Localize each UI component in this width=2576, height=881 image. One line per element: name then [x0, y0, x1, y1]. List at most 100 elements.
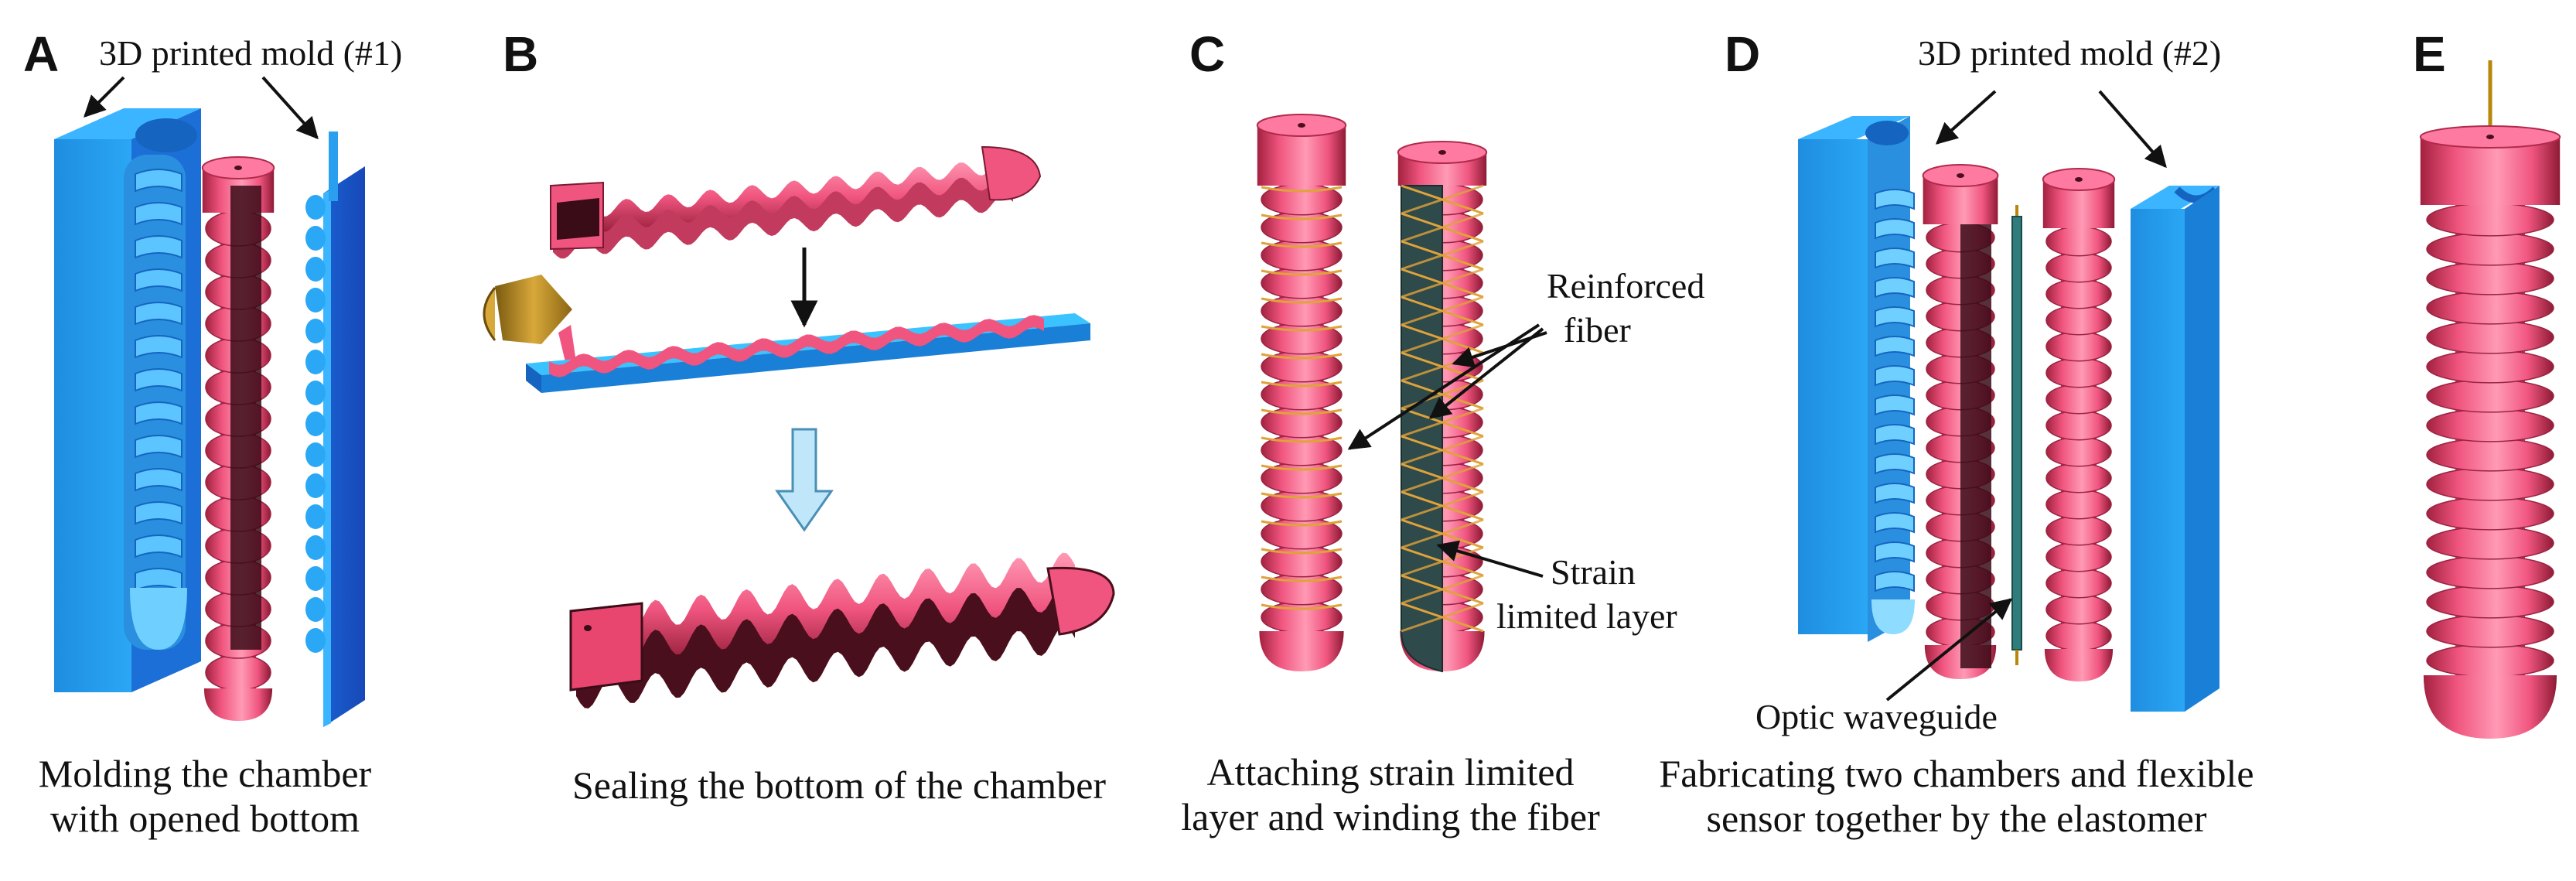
- chamber-rib: [2426, 526, 2554, 560]
- chamber-rib: [2045, 515, 2112, 546]
- chamber-rib: [2045, 305, 2112, 336]
- reinforced-fiber-label-line2: fiber: [1564, 310, 1631, 350]
- chamber-rib: [2426, 497, 2554, 531]
- chamber-open-end: [557, 198, 599, 240]
- fiber-diagonal: [1401, 323, 1484, 354]
- cavity-rib: [1875, 512, 1915, 534]
- panel-d: D 3D printed mold (#2) Optic waveguide: [1659, 26, 2254, 840]
- plate-bump: [305, 257, 326, 282]
- chamber-rib: [205, 654, 271, 691]
- chamber-rib: [2045, 384, 2112, 415]
- plate-bump: [305, 442, 326, 467]
- mold-2-right-half: [2131, 186, 2219, 712]
- sealed-chamber: [569, 552, 1115, 709]
- panel-d-arrow-to-mold-left: [1935, 90, 1997, 145]
- panel-d-arrow-to-mold-right: [2098, 90, 2167, 169]
- fiber-winding: [1261, 241, 1343, 248]
- fiber-diagonal: [1401, 184, 1484, 215]
- chamber-rib: [2426, 644, 2554, 678]
- process-arrow-icon: [775, 428, 834, 532]
- chamber-open-top-view: [550, 145, 1042, 259]
- panel-a-letter: A: [23, 26, 59, 82]
- chamber-with-fiber: [1256, 114, 1347, 671]
- chamber-cutaway: [1960, 224, 1991, 668]
- plate-bump: [305, 350, 326, 374]
- cavity-rib: [1875, 571, 1915, 592]
- chamber-rib: [2426, 585, 2554, 619]
- chamber-with-open-bottom: [201, 156, 275, 721]
- strain-layer-arrow: [1436, 540, 1544, 578]
- chamber-dome: [2423, 675, 2557, 739]
- cavity-rib: [1875, 453, 1915, 475]
- fiber-winding: [1261, 297, 1343, 304]
- chamber-rib: [2045, 226, 2112, 257]
- mold-1-right-plate: [323, 131, 365, 727]
- chamber-rib: [2426, 379, 2554, 413]
- wave-body: [576, 572, 1075, 709]
- cavity-rib: [1875, 424, 1915, 446]
- optic-waveguide-sensor: [2011, 205, 2022, 665]
- fiber-diagonal: [1401, 435, 1484, 466]
- chamber-port: [234, 166, 242, 170]
- fiber-diagonal: [1401, 574, 1484, 605]
- chamber-rib: [2426, 555, 2554, 589]
- chamber-rib: [2045, 278, 2112, 309]
- cavity-rib: [1875, 189, 1915, 210]
- final-actuator: [2419, 125, 2561, 739]
- plate-bump: [305, 411, 326, 436]
- panel-c: C Reinforced fiber Strain limited layer …: [1181, 26, 1704, 838]
- panel-b-caption: Sealing the bottom of the chamber: [572, 763, 1106, 807]
- cavity-rib: [1875, 336, 1915, 357]
- fiber-diagonal: [1401, 463, 1484, 493]
- fiber-diagonal: [1401, 546, 1484, 577]
- fiber-winding: [1261, 520, 1343, 527]
- mold-1-cavity-ribs: [130, 169, 187, 650]
- panel-e-letter: E: [2413, 26, 2446, 82]
- fiber-winding: [1261, 381, 1343, 388]
- cavity-rib: [135, 468, 183, 492]
- fiber-winding: [1261, 603, 1343, 610]
- elastomer-strip: [549, 315, 1044, 377]
- mold-1-plate-bumps: [305, 195, 326, 653]
- fiber-diagonal: [1401, 268, 1484, 299]
- chamber-rib: [2045, 331, 2112, 362]
- wave-top: [553, 158, 1013, 237]
- chamber-rib: [2426, 408, 2554, 442]
- chamber-rib: [2426, 614, 2554, 648]
- cavity-rib: [135, 401, 183, 425]
- plate-bump: [305, 504, 326, 529]
- cavity-rib: [1875, 218, 1915, 240]
- mold-2-cavity-ribs: [1871, 189, 1915, 634]
- chamber-rib: [2045, 410, 2112, 441]
- chamber-rib: [2045, 594, 2112, 625]
- chamber-rib: [2045, 252, 2112, 283]
- panel-a-caption-line2: with opened bottom: [50, 797, 360, 840]
- fiber-winding: [1261, 325, 1343, 332]
- strain-layer-label-line2: limited layer: [1496, 596, 1677, 636]
- chamber-port: [2075, 177, 2083, 182]
- fiber-diagonal: [1401, 295, 1484, 326]
- fiber-arrow-3: [1452, 331, 1547, 368]
- fiber-winding: [1261, 548, 1343, 555]
- plate-bump: [305, 535, 326, 560]
- wave-body: [553, 167, 1013, 259]
- chamber-dome: [1259, 631, 1344, 671]
- cavity-rib: [135, 302, 183, 326]
- panel-a: A 3D printed mold (#1) Molding the chamb…: [23, 26, 402, 840]
- panel-a-caption-line1: Molding the chamber: [39, 752, 372, 795]
- fiber-diagonal: [1401, 407, 1484, 438]
- chamber-rib: [2426, 232, 2554, 266]
- plate-bump: [305, 381, 326, 405]
- chamber-rib: [2426, 438, 2554, 472]
- cavity-rib: [135, 368, 183, 392]
- chamber-rib: [2045, 541, 2112, 572]
- chamber-dome-end: [981, 145, 1042, 201]
- panel-c-caption-line1: Attaching strain limited: [1207, 750, 1575, 794]
- panel-c-letter: C: [1189, 26, 1225, 82]
- chamber-rib: [2426, 320, 2554, 354]
- panel-d-letter: D: [1725, 26, 1760, 82]
- cavity-rib: [135, 501, 183, 525]
- strain-layer-label-line1: Strain: [1551, 552, 1636, 592]
- cavity-rib: [135, 435, 183, 459]
- plate-bump: [305, 628, 326, 653]
